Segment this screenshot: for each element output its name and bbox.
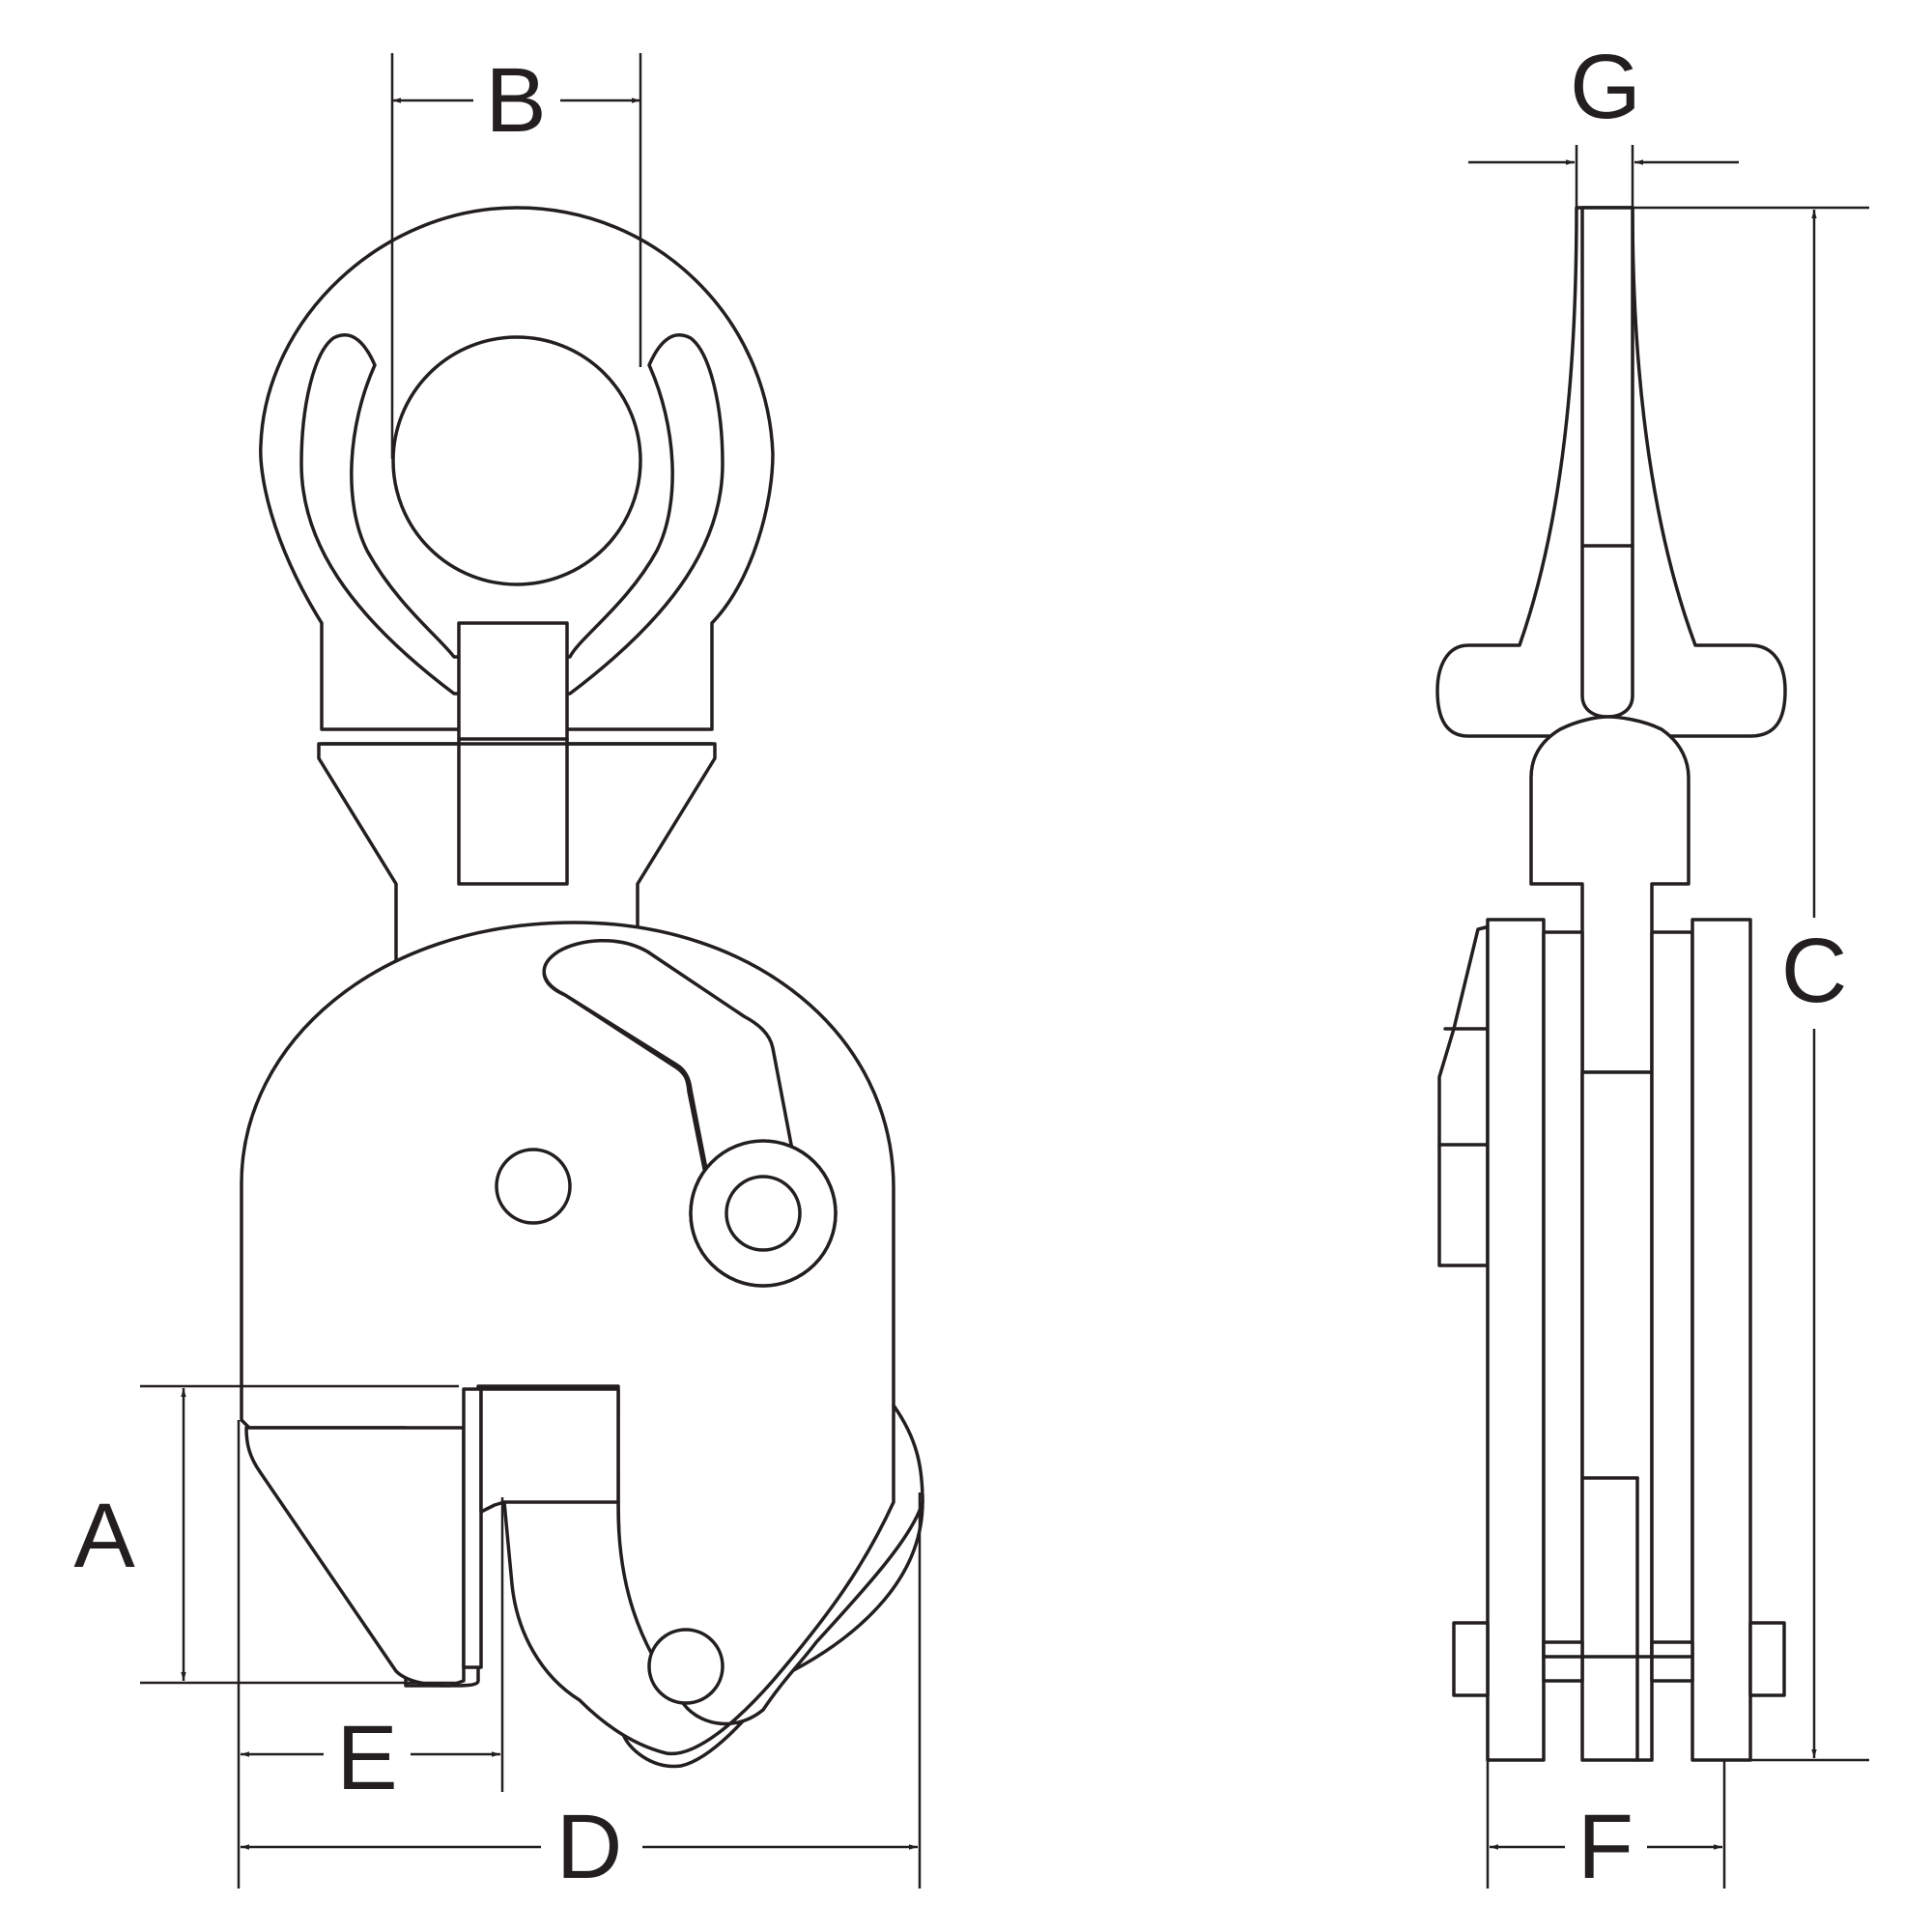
- side-plate-left: [1486, 918, 1546, 1762]
- dim-label-a: A: [73, 1485, 135, 1587]
- dim-label-b: B: [485, 49, 546, 152]
- swivel-shank: [457, 621, 569, 886]
- dim-label-g: G: [1570, 36, 1641, 138]
- side-plate-right: [1690, 918, 1752, 1762]
- dim-label-e: E: [336, 1707, 397, 1809]
- shackle-ring-outer: [259, 206, 775, 731]
- side-pin-left: [1452, 1621, 1490, 1697]
- dim-label-c: C: [1781, 920, 1848, 1022]
- side-inner-right: [1650, 930, 1694, 1659]
- side-pin-mid-r: [1650, 1640, 1694, 1683]
- side-pin-right: [1748, 1621, 1786, 1697]
- lower-jaw: [244, 1426, 466, 1688]
- dim-label-d: D: [556, 1796, 623, 1898]
- side-shackle-bar: [1580, 206, 1634, 719]
- eye-hole: [391, 335, 642, 586]
- front-view: [240, 206, 924, 1769]
- side-center-bar: [1580, 1070, 1654, 1762]
- jaw-pad: [462, 1387, 483, 1669]
- lever-arm: [542, 938, 794, 1176]
- side-left-wedge: [1437, 923, 1495, 1267]
- side-pin-mid-l: [1542, 1640, 1584, 1683]
- body-rivet: [495, 1148, 572, 1225]
- cam-pivot-pin: [647, 1628, 724, 1705]
- shackle-slot: [299, 333, 724, 696]
- dim-label-f: F: [1577, 1796, 1634, 1898]
- cam: [479, 1387, 924, 1756]
- side-inner-left: [1542, 930, 1584, 1659]
- side-view: [1435, 206, 1787, 1762]
- lever-pin-front: [724, 1175, 802, 1252]
- dimensions: B A E D G C F: [73, 36, 1869, 1898]
- side-swivel-ball: [1529, 715, 1690, 1074]
